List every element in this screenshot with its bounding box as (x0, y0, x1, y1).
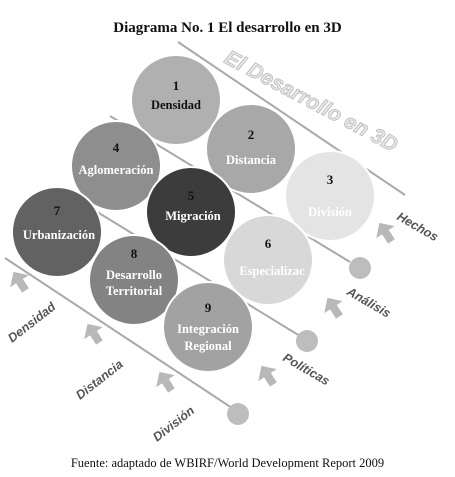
circle-3: 3 División (284, 150, 376, 242)
circle-5-number: 5 (188, 188, 195, 203)
label-division: División (150, 403, 197, 444)
circle-1: 1 Densidad (130, 54, 222, 146)
arrow-up-left-icon (376, 222, 395, 244)
circle-9: 9 Integración Regional (162, 281, 254, 373)
source-note: Fuente: adaptado de WBIRF/World Developm… (70, 456, 385, 470)
end-ball (296, 330, 318, 352)
circle-9-label-1: Integración (177, 322, 239, 336)
end-ball (227, 403, 249, 425)
arrow-up-left-icon (84, 323, 103, 345)
diagram-title: Diagrama No. 1 El desarrollo en 3D (113, 20, 342, 36)
circle-2-number: 2 (248, 127, 255, 142)
circle-7-label: Urbanización (23, 228, 95, 242)
circle-8-label-2: Territorial (106, 284, 163, 298)
circle-6: 6 Especializac (222, 214, 314, 306)
circle-4-label: Aglomeración (79, 163, 154, 177)
guide-line-base (4, 257, 233, 409)
circle-9-label-2: Regional (184, 339, 232, 353)
circle-2: 2 Distancia (205, 103, 297, 195)
circle-9-number: 9 (205, 300, 212, 315)
circle-6-number: 6 (265, 236, 272, 251)
circle-1-label: Densidad (151, 98, 201, 112)
circle-8-label-1: Desarrollo (106, 268, 162, 282)
label-analisis: Análisis (344, 284, 393, 321)
circle-4: 4 Aglomeración (70, 120, 162, 212)
label-densidad: Densidad (5, 299, 58, 345)
circle-8-number: 8 (131, 246, 138, 261)
circle-1-number: 1 (173, 78, 180, 93)
circle-8: 8 Desarrollo Territorial (88, 234, 180, 326)
circle-6-label: Especializac (239, 264, 305, 278)
circle-2-label: Distancia (226, 153, 277, 167)
circle-3-label: División (308, 205, 352, 219)
circle-3-number: 3 (327, 172, 334, 187)
arrow-up-left-icon (258, 365, 277, 387)
circle-4-number: 4 (113, 140, 120, 155)
label-distancia: Distancia (73, 357, 125, 402)
circle-5-label: Migración (165, 209, 221, 223)
circle-7: 7 Urbanización (11, 186, 103, 278)
arrow-up-left-icon (324, 297, 343, 319)
circle-7-number: 7 (54, 203, 61, 218)
arrow-up-left-icon (156, 371, 175, 393)
arrow-up-left-icon (10, 271, 29, 293)
end-ball (349, 257, 371, 279)
label-politicas: Políticas (281, 350, 333, 388)
circle-5: 5 Migración (145, 166, 237, 258)
label-hechos: Hechos (395, 209, 441, 244)
